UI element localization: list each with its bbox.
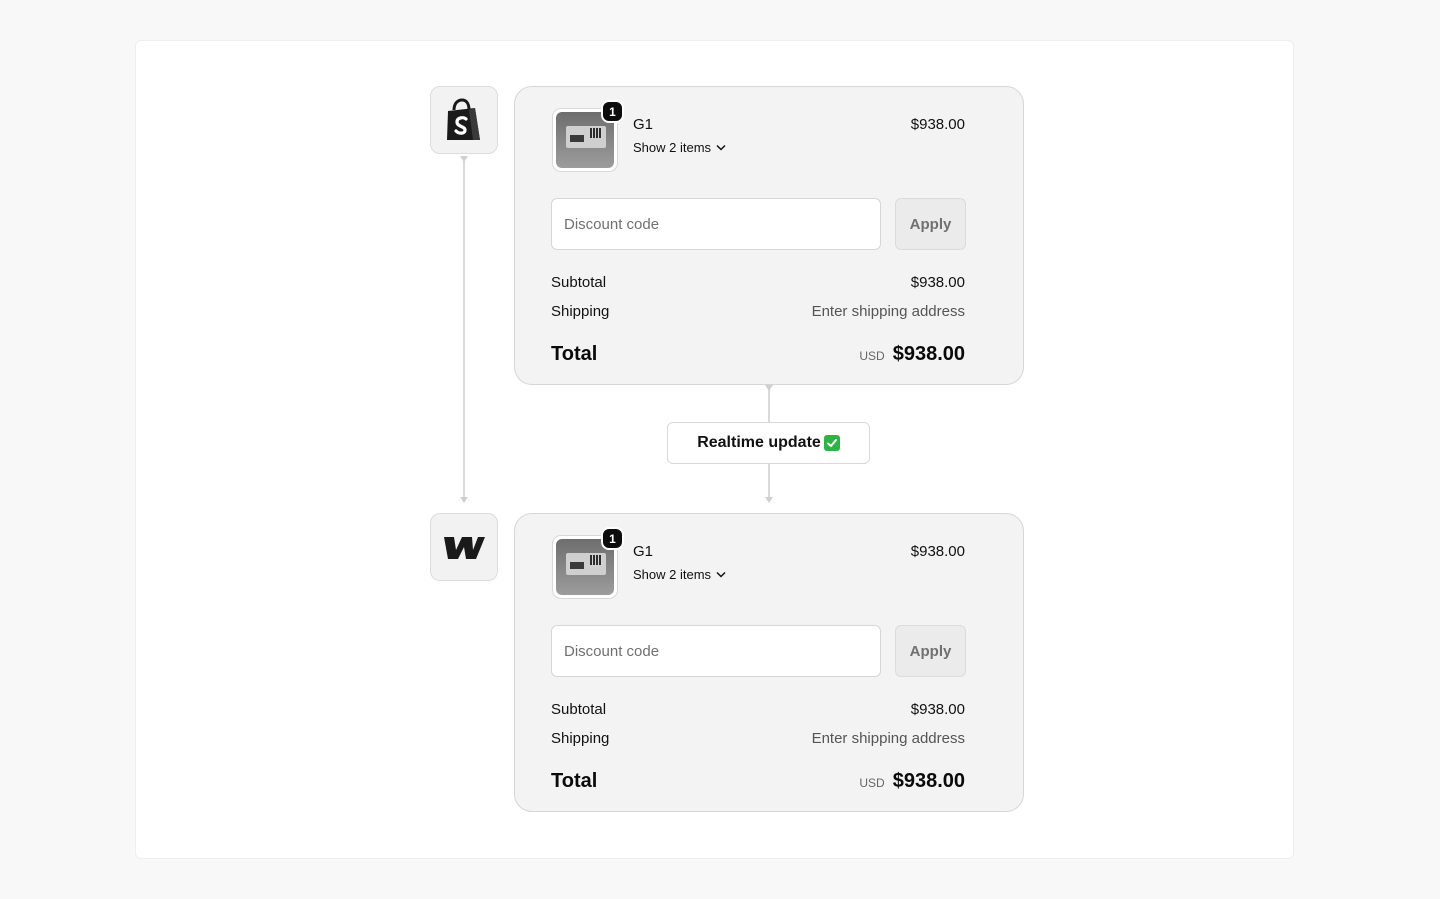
middle-connector-top bbox=[768, 386, 770, 422]
show-items-label: Show 2 items bbox=[633, 140, 712, 155]
quantity-badge: 1 bbox=[601, 527, 624, 550]
shopify-logo-box bbox=[430, 86, 498, 154]
product-price: $938.00 bbox=[910, 116, 965, 133]
middle-connector-bottom bbox=[768, 464, 770, 498]
apply-discount-button[interactable]: Apply bbox=[895, 625, 966, 677]
product-price: $938.00 bbox=[910, 543, 965, 560]
webflow-logo-box bbox=[430, 513, 498, 581]
middle-connector-arrow bbox=[765, 497, 773, 503]
check-mark-icon bbox=[823, 435, 840, 451]
subtotal-label: Subtotal bbox=[551, 274, 607, 291]
realtime-update-label: Realtime update bbox=[697, 434, 821, 451]
webflow-logo-icon bbox=[444, 537, 485, 559]
subtotal-value: $938.00 bbox=[910, 701, 965, 718]
product-name: G1 bbox=[633, 543, 654, 560]
total-value: USD $938.00 bbox=[859, 770, 965, 793]
product-name: G1 bbox=[633, 116, 654, 133]
webflow-checkout-card: 1 G1 Show 2 items $938.00 Apply Subtotal… bbox=[514, 513, 1024, 812]
shipping-value: Enter shipping address bbox=[811, 303, 965, 320]
apply-discount-button[interactable]: Apply bbox=[895, 198, 966, 250]
shopify-bag-icon bbox=[447, 98, 480, 140]
discount-code-input[interactable] bbox=[551, 625, 881, 677]
left-connector-start-arrow bbox=[460, 156, 468, 162]
middle-connector-start-arrow bbox=[765, 385, 773, 391]
discount-code-input[interactable] bbox=[551, 198, 881, 250]
total-amount: $938.00 bbox=[892, 770, 965, 792]
total-value: USD $938.00 bbox=[859, 343, 965, 366]
shipping-label: Shipping bbox=[551, 303, 610, 320]
subtotal-value: $938.00 bbox=[910, 274, 965, 291]
total-amount: $938.00 bbox=[892, 343, 965, 365]
show-items-label: Show 2 items bbox=[633, 567, 712, 582]
left-connector-line bbox=[463, 156, 465, 498]
currency-code: USD bbox=[859, 349, 885, 363]
chevron-down-icon bbox=[716, 571, 726, 578]
shipping-value: Enter shipping address bbox=[811, 730, 965, 747]
show-items-toggle[interactable]: Show 2 items bbox=[633, 567, 726, 582]
quantity-badge: 1 bbox=[601, 100, 624, 123]
chevron-down-icon bbox=[716, 144, 726, 151]
total-label: Total bbox=[551, 343, 598, 365]
shopify-checkout-card: 1 G1 Show 2 items $938.00 Apply Subtotal… bbox=[514, 86, 1024, 385]
show-items-toggle[interactable]: Show 2 items bbox=[633, 140, 726, 155]
total-label: Total bbox=[551, 770, 598, 792]
shipping-label: Shipping bbox=[551, 730, 610, 747]
product-thumbnail bbox=[552, 108, 618, 172]
subtotal-label: Subtotal bbox=[551, 701, 607, 718]
currency-code: USD bbox=[859, 776, 885, 790]
left-connector-arrow bbox=[460, 497, 468, 503]
realtime-update-badge: Realtime update bbox=[667, 422, 870, 464]
